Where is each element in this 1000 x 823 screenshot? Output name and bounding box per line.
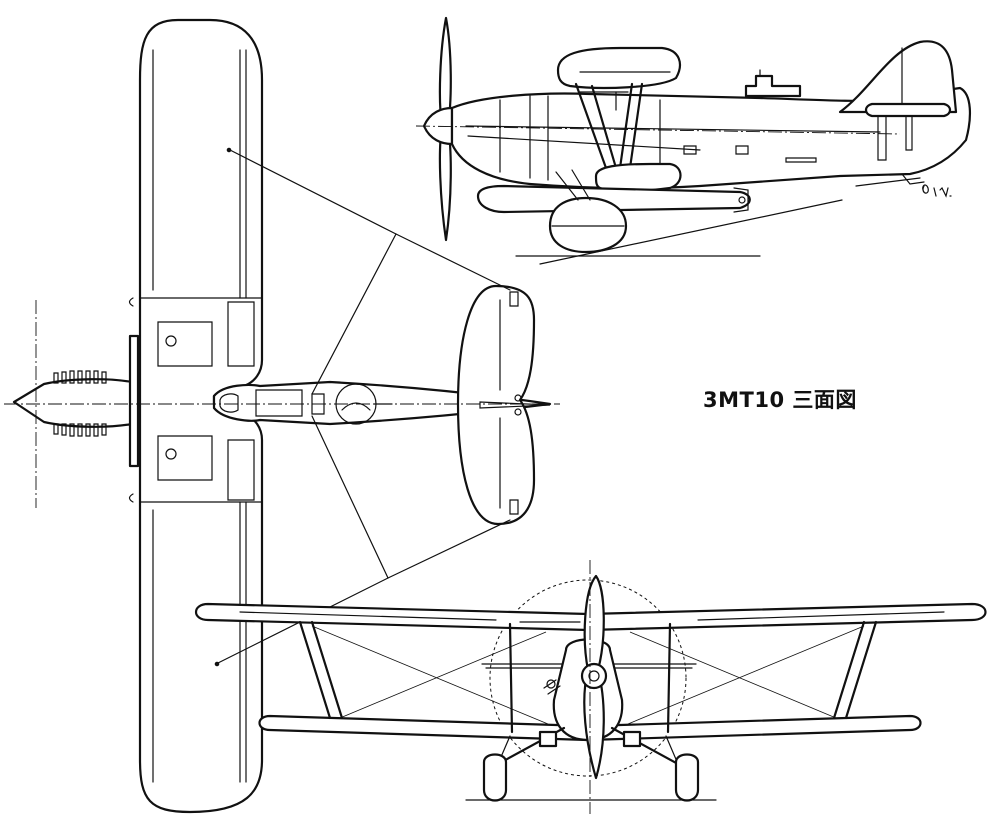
top-view-tailplane [458, 286, 534, 524]
side-view-lower-wing [596, 164, 681, 191]
front-view-right-wheel [676, 755, 698, 801]
side-view-float [478, 186, 750, 212]
front-view-spinner [582, 664, 606, 688]
front-view-propeller-disc [490, 580, 686, 776]
side-view-fin [840, 41, 956, 112]
side-view-wheel [550, 198, 626, 252]
top-view [4, 20, 560, 812]
front-view [196, 560, 986, 814]
top-view-cowling [14, 379, 132, 427]
signature-mark [923, 185, 951, 196]
drawing-title: 3MT10 三面図 [703, 388, 857, 412]
side-view [416, 18, 970, 264]
side-view-upper-wing [558, 48, 680, 88]
top-view-cylinders [54, 371, 106, 436]
front-view-left-wheel [484, 755, 506, 801]
